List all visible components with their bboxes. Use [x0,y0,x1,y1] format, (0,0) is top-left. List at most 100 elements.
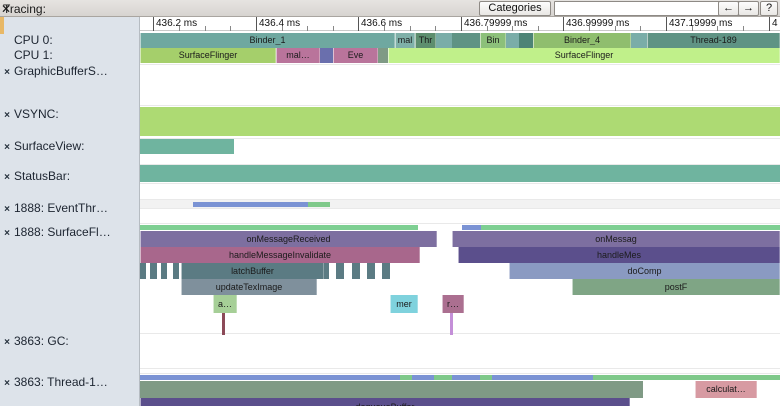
surfaceflinger-slice[interactable] [367,263,375,279]
thread1-slice[interactable]: dequeueBuffer [140,398,630,406]
cpu0-slice[interactable]: mal [395,33,415,48]
surfaceflinger-slice[interactable] [336,263,344,279]
async-slice-stem[interactable] [450,313,453,335]
thread1-slice[interactable] [593,375,780,380]
cpu0-slice[interactable] [631,33,647,48]
surfaceflinger-slice[interactable] [173,263,179,279]
surfaceflinger-slice[interactable] [161,263,167,279]
track-label-row[interactable]: ×CPU 1: [0,48,140,63]
track-name: VSYNC: [14,107,59,121]
thread1-slice[interactable] [400,375,412,380]
next-result-button[interactable]: → [738,1,759,16]
surfaceflinger-slice[interactable]: r… [442,295,464,313]
close-track-icon[interactable]: × [4,142,10,153]
vsync-slice[interactable] [140,107,780,136]
track-label-row[interactable]: ×3863: GC: [0,334,140,349]
surfaceflinger-slice[interactable] [324,263,329,279]
thread1-slice[interactable]: calculat… [695,381,757,398]
track-name: GraphicBufferS… [14,64,108,78]
cpu0-slice[interactable]: Thread-189 [647,33,780,48]
thread1-slice[interactable] [480,375,492,380]
cpu1-slice[interactable] [378,48,388,63]
track-separator [140,183,780,184]
surfaceflinger-slice[interactable]: onMessag [452,231,780,247]
cpu1-slice[interactable]: SurfaceFlinger [388,48,780,63]
surfaceflinger-slice[interactable]: doComp [509,263,780,279]
search-input[interactable] [554,1,743,16]
cpu0-slice[interactable]: Bin [480,33,506,48]
ruler-time-label: 4 [772,18,778,29]
surfaceflinger-slice[interactable]: latchBuffer [181,263,324,279]
trace-slice-label: onMessag [595,234,637,244]
track-separator [140,164,780,165]
eventthread-slice[interactable] [308,202,330,207]
track-label-row[interactable]: ×3863: Thread-1… [0,375,140,390]
cpu0-slice[interactable] [436,33,452,48]
async-slice-stem[interactable] [222,313,225,335]
surfaceflinger-slice[interactable]: postF [572,279,780,295]
thread1-slice[interactable] [140,375,400,380]
surfaceflinger-slice[interactable]: onMessageReceived [140,231,437,247]
track-name: StatusBar: [14,169,71,183]
thread1-slice[interactable] [412,375,434,380]
cpu1-slice[interactable]: SurfaceFlinger [140,48,276,63]
track-label-row[interactable]: × StatusBar: [0,169,140,184]
surfaceflinger-slice[interactable]: mer [390,295,418,313]
surfaceflinger-slice[interactable] [140,263,146,279]
track-label-row[interactable]: × VSYNC: [0,107,140,122]
trace-slice-label: mal [397,36,413,45]
close-track-icon[interactable]: × [4,204,10,215]
track-label-row[interactable]: × GraphicBufferS… [0,64,140,79]
track-separator [140,373,780,374]
statusbar-slice[interactable] [140,165,780,182]
cpu0-slice[interactable]: Thr [415,33,436,48]
cpu1-slice[interactable]: mal… [276,48,320,63]
ruler-major-tick [563,17,564,31]
surfaceflinger-slice[interactable]: a… [213,295,237,313]
thread1-slice[interactable] [492,375,593,380]
surfaceflinger-slice[interactable]: updateTexImage [181,279,317,295]
surfaceflinger-slice[interactable] [481,225,780,230]
track-label-row[interactable]: ×1888: EventThr… [0,201,140,216]
ruler-minor-tick [230,26,231,31]
cpu1-slice[interactable]: Eve [333,48,378,63]
surfaceflinger-slice[interactable] [418,225,462,230]
cpu1-slice[interactable] [320,48,333,63]
cpu0-slice[interactable]: Binder_4 [533,33,631,48]
ruler-time-label: 436.99999 ms [566,18,630,29]
surfaceflinger-slice[interactable] [150,263,157,279]
close-track-icon[interactable]: × [4,378,10,389]
track-separator [140,333,780,334]
track-label-row[interactable]: ×CPU 0: [0,33,140,48]
close-track-icon[interactable]: × [4,228,10,239]
cpu0-slice[interactable] [506,33,519,48]
sidebar-accent-bar [0,17,4,34]
eventthread-slice[interactable] [193,202,308,207]
surfaceflinger-slice[interactable]: handleMessageInvalidate [140,247,420,263]
close-track-icon[interactable]: × [4,337,10,348]
track-label-row[interactable]: ×1888: SurfaceFl… [0,225,140,240]
surfaceflinger-slice[interactable] [352,263,360,279]
surfaceflinger-slice[interactable] [382,263,390,279]
surfaceflinger-slice[interactable] [140,225,418,230]
categories-button[interactable]: Categories [479,1,551,16]
cpu0-slice[interactable] [519,33,533,48]
trace-slice-label: Thread-189 [690,36,737,45]
close-track-icon[interactable]: × [4,67,10,78]
thread1-slice[interactable] [140,381,643,398]
help-button[interactable]: ? [760,1,778,16]
previous-result-button[interactable]: ← [718,1,739,16]
thread1-slice[interactable] [452,375,480,380]
track-label-row[interactable]: ×SurfaceView: [0,139,140,154]
thread1-slice[interactable] [434,375,452,380]
close-track-icon[interactable]: × [4,172,10,183]
surfaceflinger-slice[interactable] [462,225,481,230]
cpu0-slice[interactable]: Binder_1 [140,33,395,48]
surfaceflinger-slice[interactable]: handleMes [458,247,780,263]
cpu0-slice[interactable] [452,33,480,48]
close-track-icon[interactable]: × [4,110,10,121]
ruler-major-tick [256,17,257,31]
surfaceview-slice[interactable] [140,139,234,154]
